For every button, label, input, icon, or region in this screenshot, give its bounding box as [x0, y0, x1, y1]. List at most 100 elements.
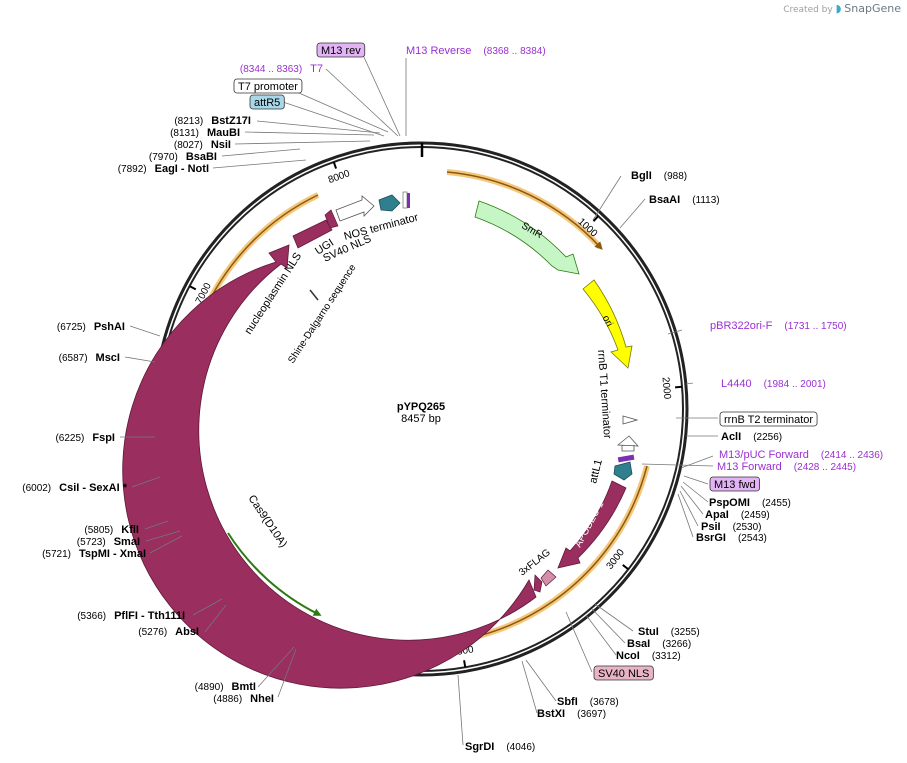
- site-position: (7970): [149, 152, 178, 163]
- site-name: NheI: [250, 693, 274, 705]
- feature-box-label: SV40 NLS: [598, 668, 649, 680]
- site-name: FspI: [92, 432, 115, 444]
- feature-box-t7-promoter[interactable]: T7 promoter: [233, 78, 303, 94]
- site-name: PsiI: [701, 521, 721, 533]
- rrnb-t2-arrow: [622, 415, 639, 425]
- site-position: (5805): [84, 525, 113, 536]
- site-bmti[interactable]: BmtI(4890): [195, 681, 256, 693]
- site-name: SmaI: [114, 536, 140, 548]
- site-name: BstXI: [537, 708, 565, 720]
- feature-label-shine-dalgarno: Shine-Dalgarno sequence: [286, 262, 358, 365]
- feature-box-sv40-nls[interactable]: SV40 NLS: [593, 665, 654, 681]
- site-acli[interactable]: AclI (2256): [721, 431, 782, 443]
- site-position: (6587): [59, 353, 88, 364]
- site-smai[interactable]: SmaI (5723): [77, 536, 140, 548]
- site-nhei[interactable]: NheI (4886): [213, 693, 274, 705]
- site-kfli[interactable]: KflI(5805): [84, 524, 139, 536]
- site-name: NsiI: [211, 139, 231, 151]
- primer-m13-reverse[interactable]: M13 Reverse(8368 .. 8384): [406, 45, 546, 57]
- site-name: AclI: [721, 431, 741, 443]
- tick-mark-3000: [622, 564, 629, 571]
- site-position: (6002): [22, 483, 51, 494]
- site-position: (2256): [753, 432, 782, 443]
- feature-ori[interactable]: ori: [582, 279, 633, 369]
- site-position: (4886): [213, 694, 242, 705]
- tick-label-2000: 2000: [660, 377, 673, 401]
- primer-name: pBR322ori-F: [710, 320, 773, 332]
- site-name: TspMI - XmaI: [79, 548, 146, 560]
- tick-mark-2000: [674, 385, 683, 389]
- primer-t7[interactable]: T7(8344 .. 8363): [240, 63, 323, 75]
- site-position: (2459): [741, 510, 770, 521]
- site-pspomi[interactable]: PspOMI(2455): [709, 497, 791, 509]
- site-name: BglI: [631, 170, 652, 182]
- site-name: NcoI: [616, 650, 640, 662]
- feature-box-label: M13 rev: [321, 45, 361, 57]
- feature-box-m13-fwd[interactable]: M13 fwd: [709, 476, 760, 492]
- primer-position: (1984 .. 2001): [764, 379, 826, 390]
- site-nsii[interactable]: NsiI(8027): [174, 139, 231, 151]
- site-stui[interactable]: StuI(3255): [638, 626, 700, 638]
- site-apai[interactable]: ApaI(2459): [705, 509, 770, 521]
- site-csii-sexai-[interactable]: CsiI - SexAI *(6002): [22, 482, 127, 494]
- site-ncoi[interactable]: NcoI(3312): [616, 650, 681, 662]
- site-absi[interactable]: AbsI (5276): [138, 626, 199, 638]
- feature-label-ori: ori: [600, 314, 615, 329]
- site-sgrdi[interactable]: SgrDI(4046): [465, 741, 535, 753]
- site-pflfi-tth111i[interactable]: PflFI - Tth111I(5366): [77, 610, 185, 622]
- feature-box-rrnb-t2-terminator[interactable]: rrnB T2 terminator: [719, 411, 818, 427]
- primer-position: (1731 .. 1750): [784, 321, 846, 332]
- site-bstxi[interactable]: BstXI (3697): [537, 708, 606, 720]
- restriction-site-labels: BglI(988) BsaAI(1113) AclI (2256) PspOMI(245…: [22, 115, 791, 753]
- primer-m13-forward[interactable]: M13 Forward(2428 .. 2445): [717, 461, 856, 473]
- primer-name: M13 Forward: [717, 461, 782, 473]
- feature-label-rrnb-t1: rrnB T1 terminator: [595, 349, 613, 439]
- site-fspi[interactable]: FspI (6225): [55, 432, 115, 444]
- site-tspmi-xmai[interactable]: TspMI - XmaI (5721): [42, 548, 146, 560]
- site-msci[interactable]: MscI(6587): [59, 352, 120, 364]
- primer-l4440[interactable]: L4440 (1984 .. 2001): [721, 378, 826, 390]
- feature-label-nos-terminator: NOS terminator: [343, 211, 420, 242]
- site-position: (8131): [170, 128, 199, 139]
- site-name: AbsI: [175, 626, 199, 638]
- site-sbfi[interactable]: SbfI (3678): [557, 696, 619, 708]
- site-position: (5276): [138, 627, 167, 638]
- site-bsai[interactable]: BsaI(3266): [627, 638, 691, 650]
- plasmid-length: 8457 bp: [401, 413, 441, 425]
- primer-pbr322ori-f[interactable]: pBR322ori-F (1731 .. 1750): [710, 320, 847, 332]
- site-bgli[interactable]: BglI(988): [631, 170, 687, 182]
- plasmid-name: pYPQ265: [397, 401, 445, 413]
- site-bsrgi[interactable]: BsrGI(2543): [696, 532, 767, 544]
- site-position: (3697): [577, 709, 606, 720]
- feature-box-attr5[interactable]: attR5: [249, 94, 285, 110]
- tick-mark-7000: [189, 285, 197, 291]
- site-position: (6725): [57, 322, 86, 333]
- site-position: (6225): [55, 433, 84, 444]
- site-name: PspOMI: [709, 497, 750, 509]
- site-bstz17i[interactable]: BstZ17I (8213): [174, 115, 251, 127]
- site-position: (5721): [42, 549, 71, 560]
- site-position: (4046): [506, 742, 535, 753]
- credit-prefix: Created by: [783, 5, 833, 15]
- site-position: (5366): [77, 611, 106, 622]
- attl1-arrow: [613, 461, 633, 481]
- site-position: (7892): [118, 164, 147, 175]
- site-eagi-noti[interactable]: EagI - NotI(7892): [118, 163, 209, 175]
- site-name: BmtI: [232, 681, 256, 693]
- site-position: (3678): [590, 697, 619, 708]
- primer-name: L4440: [721, 378, 752, 390]
- primer-position: (8344 .. 8363): [240, 64, 302, 75]
- tick-label-8000: 8000: [327, 168, 352, 186]
- site-name: BstZ17I: [211, 115, 251, 127]
- site-position: (8213): [174, 116, 203, 127]
- site-name: SbfI: [557, 696, 578, 708]
- primer-m13-puc-forward[interactable]: M13/pUC Forward(2414 .. 2436): [719, 449, 883, 461]
- site-maubi[interactable]: MauBI (8131): [170, 127, 240, 139]
- site-position: (5723): [77, 537, 106, 548]
- site-name: MauBI: [207, 127, 240, 139]
- site-pshai[interactable]: PshAI(6725): [57, 321, 125, 333]
- site-bsaai[interactable]: BsaAI(1113): [649, 194, 720, 206]
- site-bsabi[interactable]: BsaBI(7970): [149, 151, 217, 163]
- site-psii[interactable]: PsiI(2530): [701, 521, 761, 533]
- feature-box-m13-rev[interactable]: M13 rev: [316, 42, 366, 58]
